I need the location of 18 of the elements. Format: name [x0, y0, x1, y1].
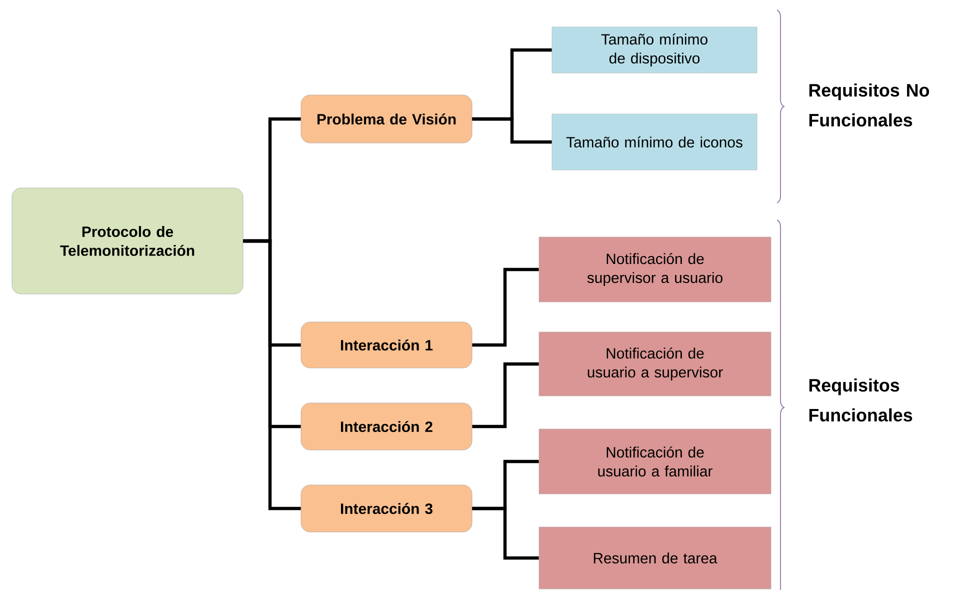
topic-box: Interacción 2 — [300, 402, 472, 450]
topic-box: Interacción 1 — [300, 322, 472, 368]
requirement-box: Notificación de usuario a supervisor — [538, 332, 772, 396]
topic-box: Protocolo de Telemonitorización — [12, 188, 244, 294]
connector — [472, 117, 552, 144]
topic-box: Interacción 3 — [300, 484, 472, 532]
connector — [472, 268, 539, 347]
connector — [472, 362, 539, 428]
group-label: Requisitos Funcionales — [809, 378, 912, 422]
connector — [243, 239, 301, 510]
group-label: Requisitos No Funcionales — [809, 83, 930, 127]
requirement-box: Notificación de usuario a familiar — [538, 428, 772, 494]
topic-box: Problema de Visión — [300, 94, 472, 144]
requirement-box: Tamaño mínimo de dispositivo — [552, 26, 758, 74]
requirement-box: Notificación de supervisor a usuario — [538, 236, 772, 302]
requirement-box: Resumen de tarea — [538, 526, 772, 590]
requirement-box: Tamaño mínimo de iconos — [552, 114, 758, 170]
connector — [472, 506, 539, 560]
